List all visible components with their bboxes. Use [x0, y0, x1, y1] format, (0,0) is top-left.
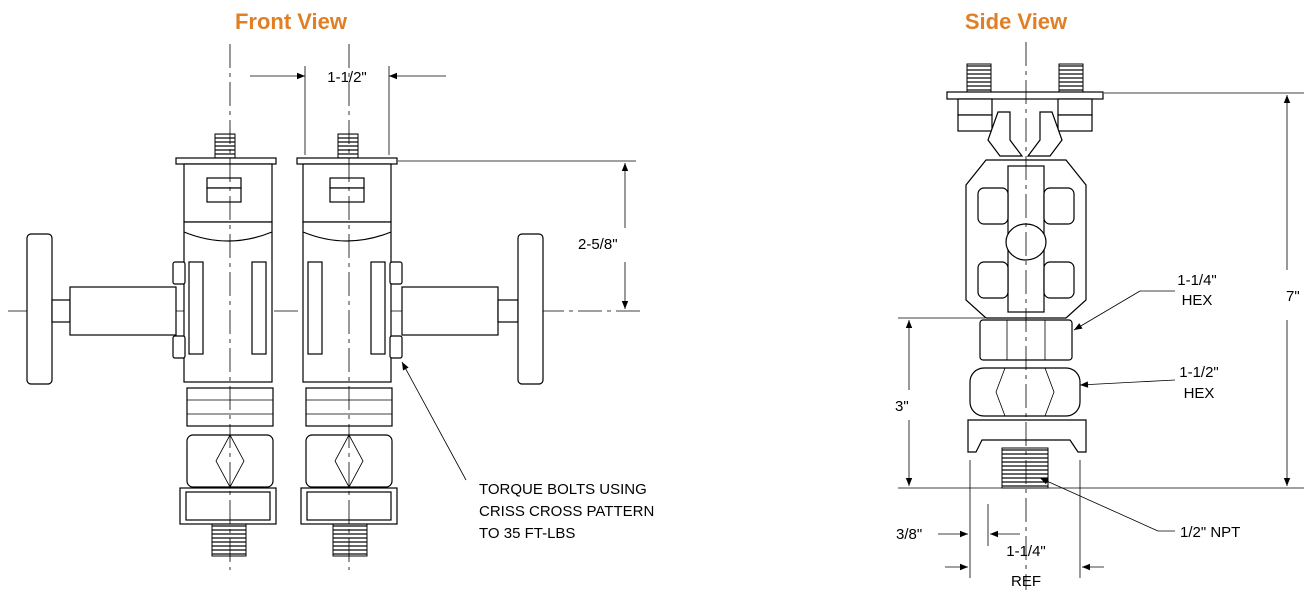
left-nut-top — [206, 177, 242, 189]
side-lower-height-dimension: 3" — [895, 317, 1304, 489]
left-nut — [206, 187, 242, 203]
front-height-dimension: 2-5/8" — [398, 160, 636, 309]
right-window-left — [307, 261, 323, 355]
side-overall-height-label: 7" — [1286, 288, 1300, 305]
right-nut — [329, 187, 365, 203]
side-hex-lower — [969, 367, 1081, 417]
left-bolt — [172, 335, 186, 359]
right-bolt — [389, 261, 403, 285]
front-width-dimension: 1-1/2" — [250, 66, 446, 155]
right-bolt — [389, 335, 403, 359]
side-view: 7" 3" 1-1/4" HEX 1-1/2" HEX 1/2" NPT — [895, 42, 1304, 590]
side-lower-height-label: 3" — [895, 398, 909, 415]
offset-label: 3/8" — [896, 526, 922, 543]
left-stem — [69, 286, 177, 336]
right-window-right — [370, 261, 386, 355]
left-bottom-thread — [211, 523, 247, 557]
left-top-stud — [214, 133, 236, 159]
right-stem-tip — [497, 299, 519, 323]
side-right-stud — [1058, 63, 1084, 93]
hex-lower-label: HEX — [1184, 385, 1215, 402]
side-npt-thread — [1001, 447, 1049, 489]
front-view-title: Front View — [235, 9, 348, 34]
side-view-title: Side View — [965, 9, 1068, 34]
side-top-plate — [946, 91, 1104, 100]
torque-note-line2: CRISS CROSS PATTERN — [479, 503, 654, 520]
side-nut — [957, 98, 993, 116]
side-bolt — [1043, 261, 1075, 299]
npt-label: 1/2" NPT — [1180, 524, 1240, 541]
right-top-stud — [337, 133, 359, 159]
side-bottom-block — [967, 419, 1087, 453]
front-height-label: 2-5/8" — [578, 236, 618, 253]
side-bolt — [977, 261, 1009, 299]
side-bolt — [1043, 187, 1075, 225]
side-nut — [1057, 98, 1093, 116]
hex-lower-size: 1-1/2" — [1179, 364, 1219, 381]
right-stem — [401, 286, 499, 336]
side-overall-height-dimension: 7" — [1104, 92, 1304, 486]
left-window-right — [251, 261, 267, 355]
note-leader — [401, 361, 467, 481]
torque-note-line3: TO 35 FT-LBS — [479, 525, 575, 542]
right-valve-body — [296, 133, 544, 557]
side-nut — [1057, 114, 1093, 132]
ref-size-label: 1-1/4" — [1006, 543, 1046, 560]
right-top-plate — [296, 157, 398, 165]
front-view: 1-1/2" 2-5/8" TORQUE BOLTS USING CRISS C… — [8, 44, 654, 570]
hex-upper-size: 1-1/4" — [1177, 272, 1217, 289]
side-bolt — [977, 187, 1009, 225]
torque-note-line1: TORQUE BOLTS USING — [479, 481, 647, 498]
left-stem-tip — [51, 299, 71, 323]
hex-lower-leader — [1079, 379, 1176, 388]
left-valve-body — [26, 133, 277, 557]
right-nut-top — [329, 177, 365, 189]
hex-upper-label: HEX — [1182, 292, 1213, 309]
left-handwheel — [26, 233, 53, 385]
ref-label: REF — [1011, 573, 1041, 590]
left-bolt — [172, 261, 186, 285]
right-handwheel — [517, 233, 544, 385]
right-bottom-thread — [332, 523, 368, 557]
left-window-left — [188, 261, 204, 355]
side-bottom-dimensions: 3/8" 1-1/4" REF — [896, 460, 1104, 590]
front-width-label: 1-1/2" — [327, 69, 367, 86]
side-left-stud — [966, 63, 992, 93]
left-top-plate — [175, 157, 277, 165]
side-nut — [957, 114, 993, 132]
